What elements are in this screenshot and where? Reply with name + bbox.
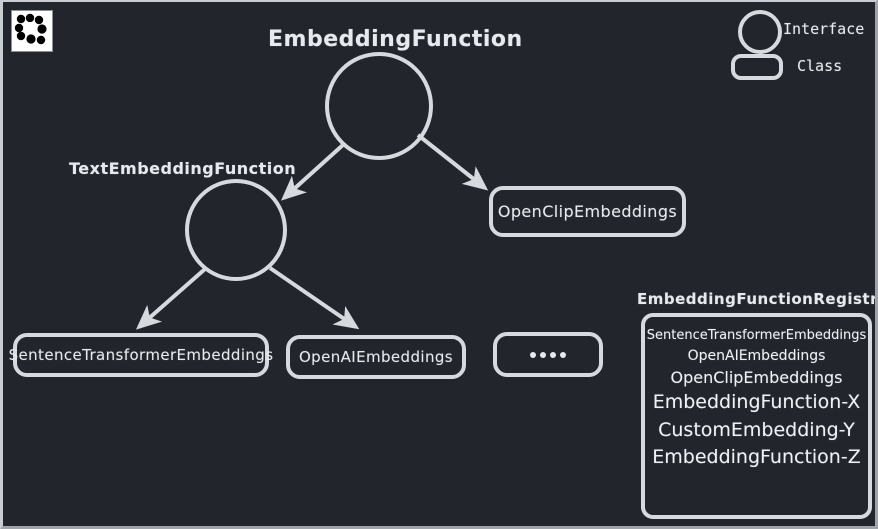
legend-interface-shape	[738, 10, 782, 54]
registry-item: OpenAIEmbeddings	[687, 347, 826, 364]
app-logo	[11, 10, 53, 52]
node-label-textembeddingfunction: TextEmbeddingFunction	[69, 159, 297, 178]
node-openclipembeddings[interactable]: OpenClipEmbeddings	[489, 186, 686, 237]
node-openaiembeddings[interactable]: OpenAIEmbeddings	[286, 335, 466, 379]
legend-class-shape	[731, 54, 783, 80]
registry-item: EmbeddingFunction-X	[652, 391, 861, 414]
edge-root-to-openclip	[416, 133, 489, 191]
registry-item: EmbeddingFunction-Z	[652, 446, 861, 469]
edge-text-to-sentencetransformer	[135, 267, 207, 330]
registry-panel: SentenceTransformerEmbeddings OpenAIEmbe…	[641, 313, 872, 519]
node-more-ellipsis[interactable]	[493, 332, 603, 377]
node-sentencetransformerembeddings-label: SentenceTransformerEmbeddings	[8, 346, 274, 364]
node-embeddingfunction-circle	[325, 52, 433, 160]
legend-class-label: Class	[797, 57, 843, 75]
registry-title: EmbeddingFunctionRegistry	[637, 290, 878, 308]
legend-interface-label: Interface	[783, 20, 865, 38]
node-textembeddingfunction-circle	[185, 179, 287, 281]
registry-item: SentenceTransformerEmbeddings	[646, 328, 867, 343]
edge-text-to-openai	[268, 266, 360, 330]
node-openaiembeddings-label: OpenAIEmbeddings	[298, 348, 454, 366]
node-openclipembeddings-label: OpenClipEmbeddings	[497, 202, 678, 221]
node-sentencetransformerembeddings[interactable]: SentenceTransformerEmbeddings	[9, 333, 273, 377]
page-title: EmbeddingFunction	[268, 27, 523, 52]
lancedb-logo-icon	[14, 13, 47, 45]
registry-item: CustomEmbedding-Y	[658, 418, 855, 441]
ellipsis-icon	[530, 351, 566, 358]
registry-item: OpenClipEmbeddings	[670, 368, 843, 388]
